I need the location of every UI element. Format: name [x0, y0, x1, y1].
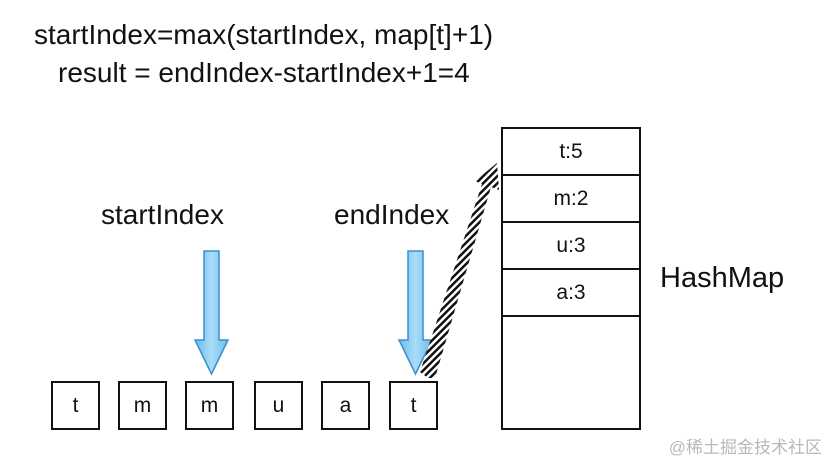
string-cell-5: t	[389, 381, 438, 430]
string-cell-1: m	[118, 381, 167, 430]
string-cell-3: u	[254, 381, 303, 430]
start-index-pointer-arrow	[193, 250, 230, 376]
string-cell-2: m	[185, 381, 234, 430]
string-cell-0: t	[51, 381, 100, 430]
watermark: @稀土掘金技术社区	[668, 438, 822, 457]
end-index-label: endIndex	[334, 199, 450, 230]
hashmap-entry-u: u:3	[503, 223, 639, 270]
start-index-label: startIndex	[101, 199, 224, 230]
hashmap-entry-a: a:3	[503, 270, 639, 317]
hashmap-label: HashMap	[660, 262, 785, 294]
string-cell-4: a	[321, 381, 370, 430]
hashmap-entry-m: m:2	[503, 176, 639, 223]
formula-line-1: startIndex=max(startIndex, map[t]+1)	[34, 19, 494, 50]
end-index-pointer-arrow	[397, 250, 434, 376]
hashmap-table: t:5 m:2 u:3 a:3	[501, 127, 641, 430]
lookup-arrow	[420, 163, 499, 378]
hashmap-entry-t: t:5	[503, 129, 639, 176]
formula-line-2: result = endIndex-startIndex+1=4	[58, 57, 470, 88]
